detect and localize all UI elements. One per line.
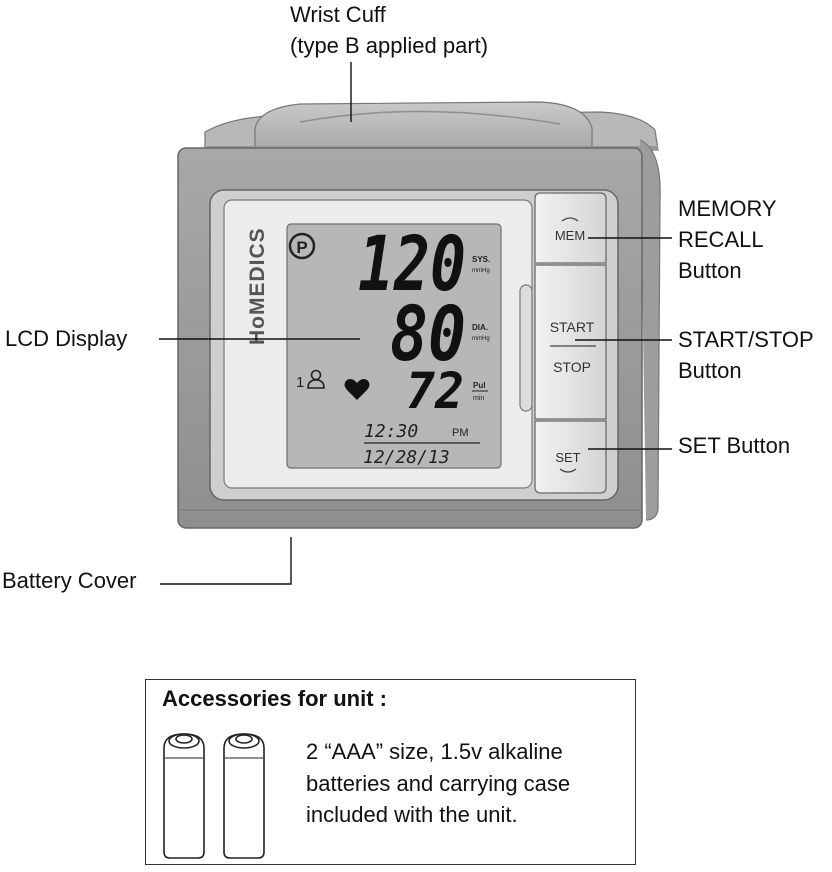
mem-label: MEM bbox=[555, 228, 585, 243]
wrist-cuff-line-2: (type B applied part) bbox=[290, 33, 489, 58]
homedics-logo: HoMEDICS bbox=[246, 227, 269, 345]
mem-button[interactable]: MEM bbox=[534, 192, 607, 264]
battery-cover-leader bbox=[160, 537, 292, 585]
accessories-line-3: included with the unit. bbox=[306, 802, 518, 827]
battery-cover-label: Battery Cover bbox=[2, 568, 137, 593]
start-stop-label: START/STOP Button bbox=[678, 324, 814, 386]
start-label: START bbox=[550, 319, 595, 335]
leader-lines bbox=[159, 62, 672, 585]
diastolic-reading: 80 bbox=[390, 289, 466, 378]
accessories-description: 2 “AAA” size, 1.5v alkaline batteries an… bbox=[306, 736, 570, 831]
set-label: SET bbox=[555, 450, 580, 465]
pul-label: Pul bbox=[473, 381, 485, 390]
user-icon bbox=[307, 369, 325, 389]
accessories-line-2: batteries and carrying case bbox=[306, 770, 571, 796]
pulse-reading: 72 bbox=[406, 362, 464, 420]
ampm-indicator: PM bbox=[452, 427, 469, 439]
wrist-cuff-label: Wrist Cuff (type B applied part) bbox=[290, 0, 488, 61]
wrist-cuff-line-1: Wrist Cuff bbox=[290, 2, 386, 27]
set-button-label: SET Button bbox=[678, 433, 791, 458]
indicator-slot bbox=[519, 284, 533, 412]
time-readout: 12:30 bbox=[364, 421, 418, 442]
stop-label: STOP bbox=[553, 359, 591, 375]
memory-recall-line-1: MEMORY bbox=[678, 196, 777, 221]
start-stop-button[interactable]: START STOP bbox=[534, 264, 607, 420]
lcd-display-label: LCD Display bbox=[5, 326, 128, 351]
wrist-cuff bbox=[204, 101, 661, 521]
date-readout: 12/28/13 bbox=[363, 447, 450, 468]
start-stop-line-1: START/STOP bbox=[678, 327, 814, 352]
systolic-reading: 120 bbox=[358, 219, 466, 308]
lcd-screen bbox=[286, 223, 502, 469]
memory-recall-line-2: RECALL bbox=[678, 227, 764, 252]
sys-label: SYS. bbox=[472, 255, 490, 264]
memory-recall-label: MEMORY RECALL Button bbox=[678, 193, 777, 286]
accessories-box: Accessories for unit : 2 “AAA” size, 1.5… bbox=[145, 679, 636, 865]
pul-unit: min bbox=[473, 395, 484, 402]
p-symbol: P bbox=[296, 238, 307, 257]
heart-icon bbox=[344, 379, 370, 400]
aaa-batteries-icon bbox=[163, 733, 265, 859]
memory-recall-line-3: Button bbox=[678, 258, 742, 283]
accessories-title: Accessories for unit : bbox=[162, 686, 387, 711]
sys-unit: mmHg bbox=[472, 268, 490, 274]
user-number: 1 bbox=[296, 374, 304, 391]
start-stop-line-2: Button bbox=[678, 358, 742, 383]
dia-unit: mmHg bbox=[472, 336, 490, 342]
dia-label: DIA. bbox=[472, 323, 488, 332]
set-button[interactable]: SET bbox=[534, 420, 607, 494]
profile-p-icon bbox=[288, 232, 316, 260]
accessories-line-1: 2 “AAA” size, 1.5v alkaline bbox=[306, 739, 563, 764]
